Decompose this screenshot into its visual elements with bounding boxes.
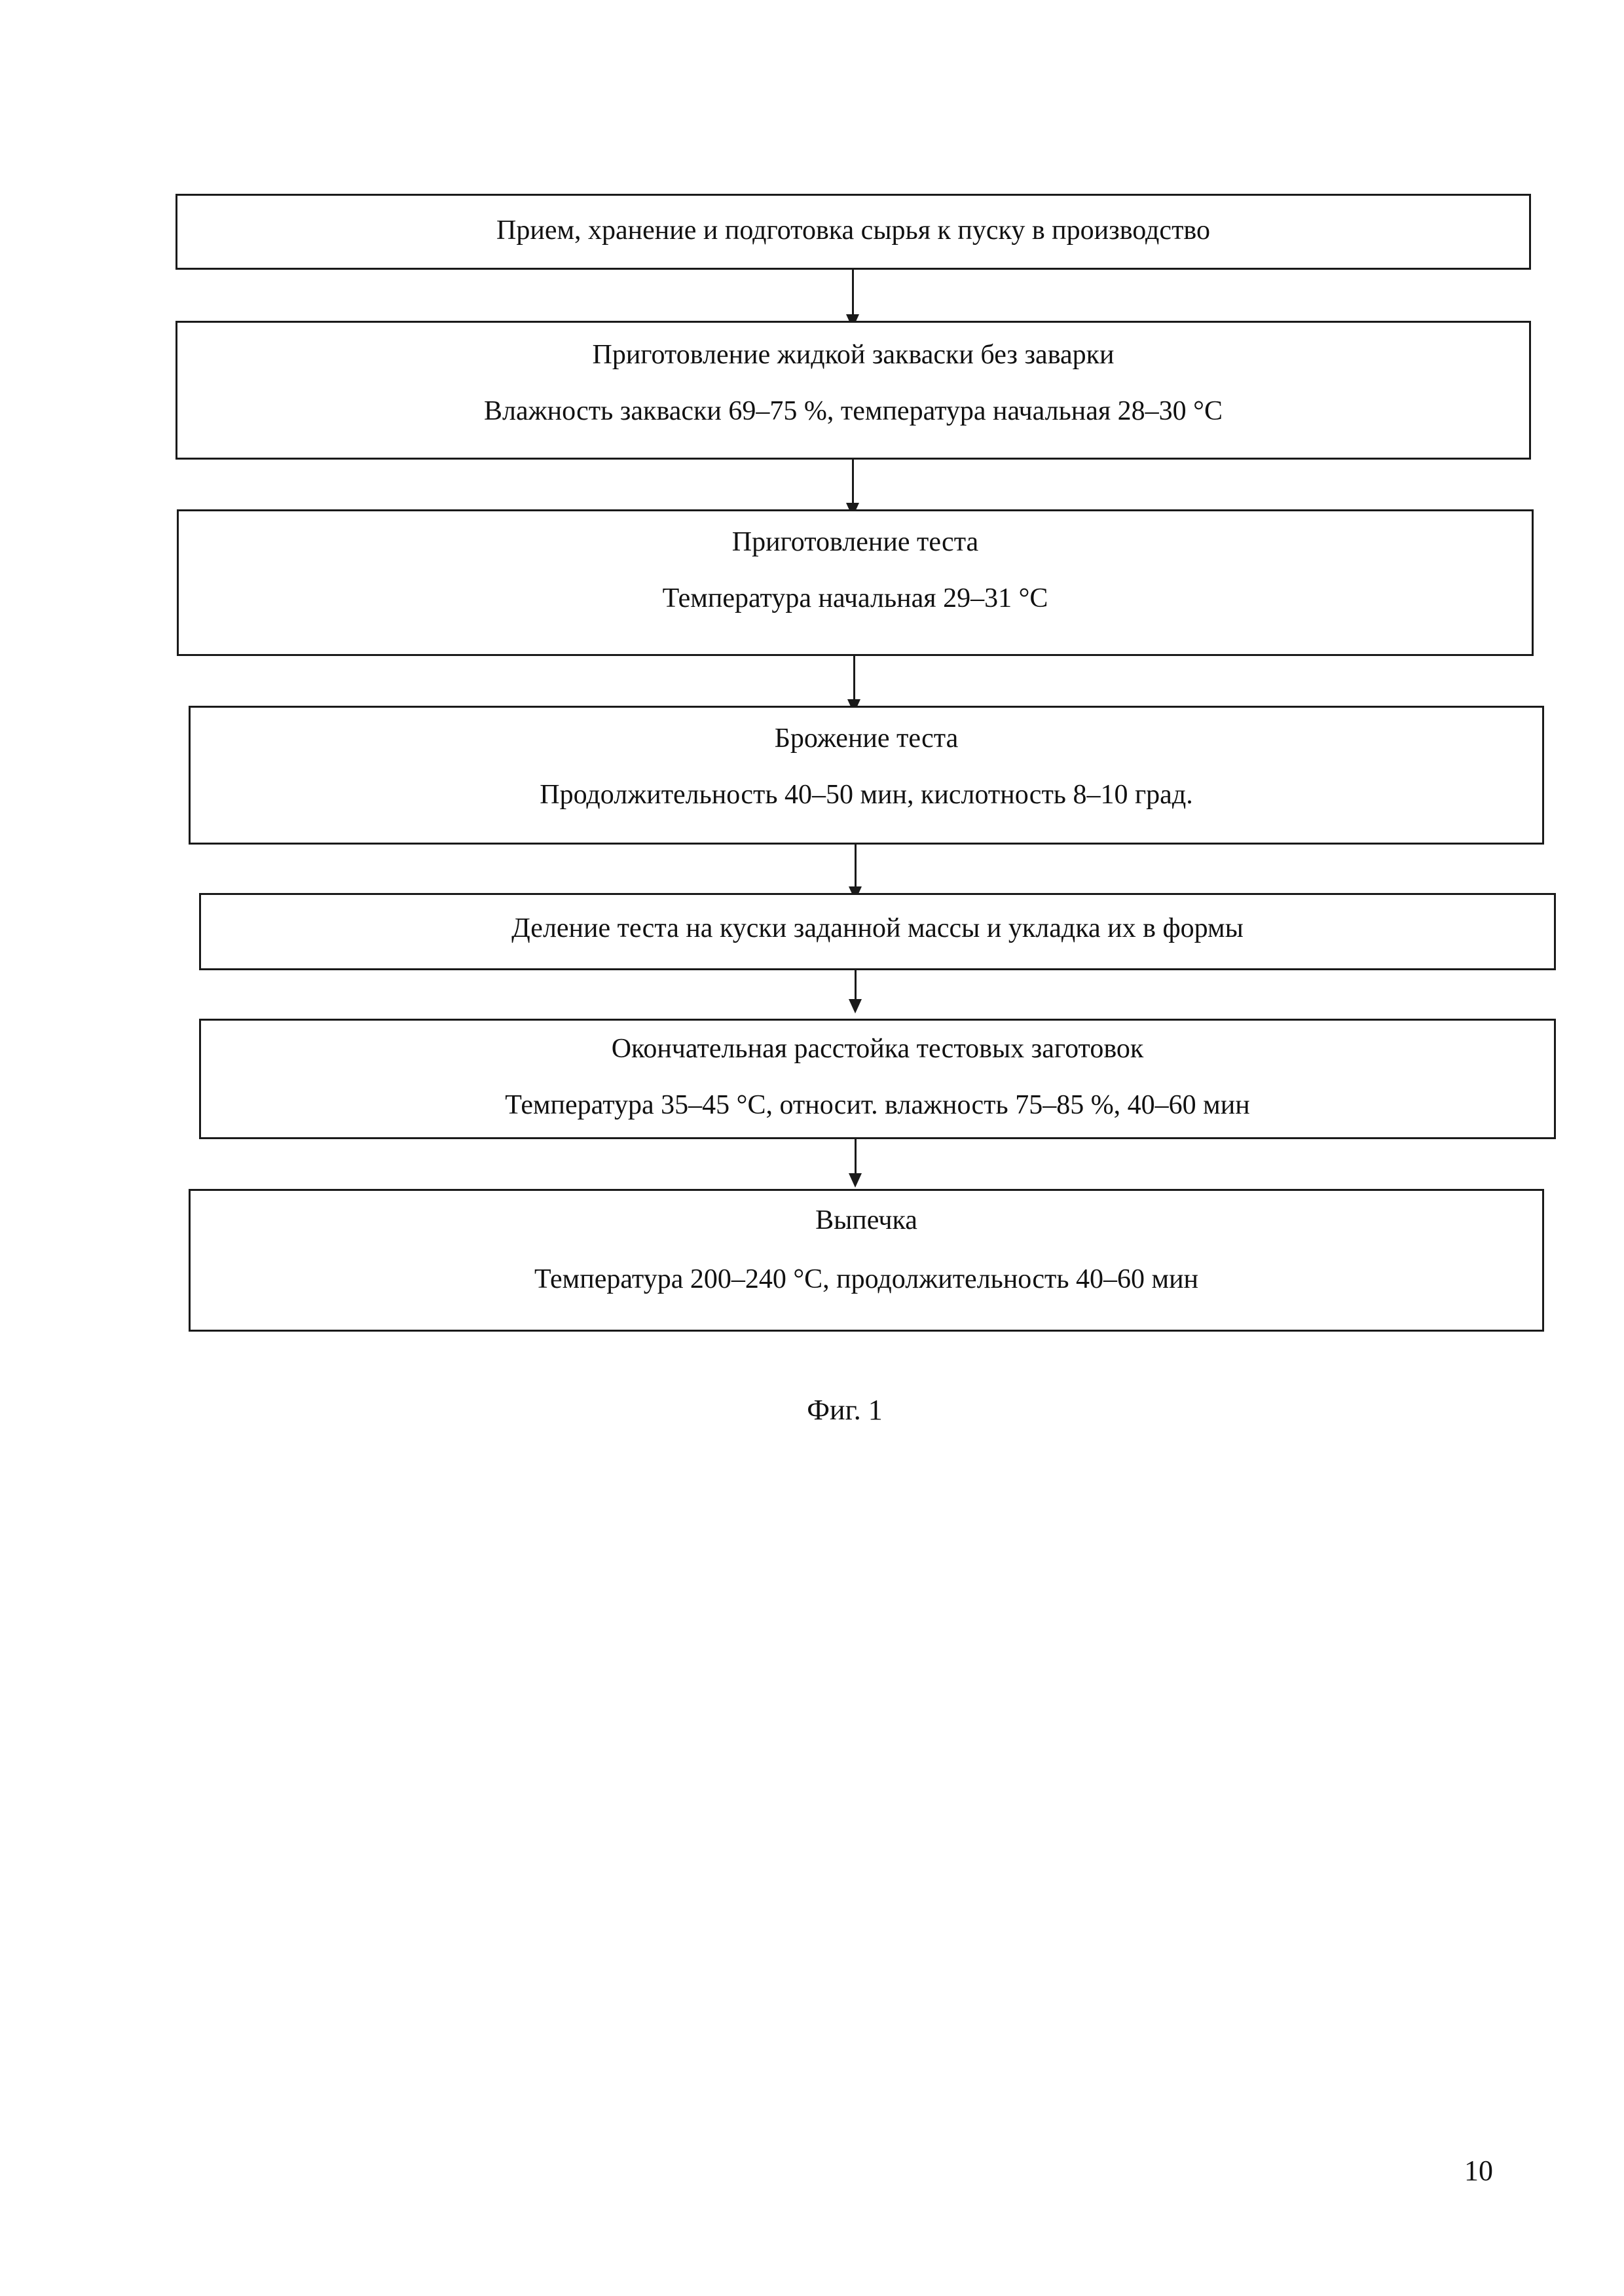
step-text: Прием, хранение и подготовка сырья к пус…	[177, 214, 1529, 247]
step-text: Деление теста на куски заданной массы и …	[201, 912, 1554, 945]
step-parameters: Продолжительность 40–50 мин, кислотность…	[191, 778, 1542, 811]
step-title: Выпечка	[191, 1204, 1542, 1237]
step-title: Приготовление теста	[179, 526, 1532, 558]
step-box-starter: Приготовление жидкой закваски без заварк…	[175, 321, 1531, 460]
step-box-receiving: Прием, хранение и подготовка сырья к пус…	[175, 194, 1531, 270]
step-box-proofing: Окончательная расстойка тестовых заготов…	[199, 1019, 1556, 1139]
step-box-dividing: Деление теста на куски заданной массы и …	[199, 893, 1556, 970]
step-parameters: Температура 35–45 °С, относит. влажность…	[201, 1089, 1554, 1121]
step-box-baking: Выпечка Температура 200–240 °С, продолжи…	[189, 1189, 1544, 1332]
step-parameters: Влажность закваски 69–75 %, температура …	[177, 395, 1529, 428]
step-title: Приготовление жидкой закваски без заварк…	[177, 338, 1529, 371]
step-title: Брожение теста	[191, 722, 1542, 755]
page-number: 10	[1414, 2154, 1493, 2188]
step-parameters: Температура начальная 29–31 °С	[179, 582, 1532, 615]
step-title: Окончательная расстойка тестовых заготов…	[201, 1032, 1554, 1065]
step-box-fermentation: Брожение теста Продолжительность 40–50 м…	[189, 706, 1544, 845]
step-parameters: Температура 200–240 °С, продолжительност…	[191, 1263, 1542, 1296]
figure-caption: Фиг. 1	[747, 1393, 943, 1427]
step-box-dough: Приготовление теста Температура начальна…	[177, 509, 1534, 656]
